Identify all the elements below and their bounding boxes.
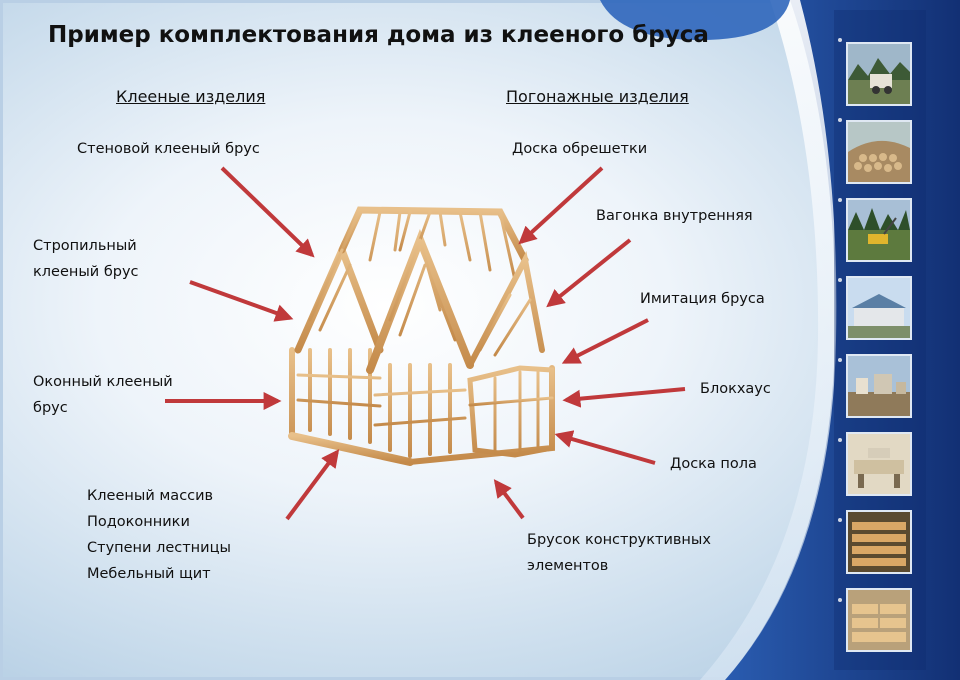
photo-glued-beams bbox=[846, 510, 912, 574]
label-glued-products-list: Клееный массив Подоконники Ступени лестн… bbox=[87, 488, 231, 582]
label-beam-imitation: Имитация бруса bbox=[640, 291, 765, 307]
photo-log-pile bbox=[846, 120, 912, 184]
label-inner-lining: Вагонка внутренняя bbox=[596, 208, 753, 224]
label-window-beam: Оконный клееный брус bbox=[33, 374, 173, 416]
right-heading: Погонажные изделия bbox=[506, 87, 689, 106]
photo-lumber-stack bbox=[846, 588, 912, 652]
label-blockhouse: Блокхаус bbox=[700, 381, 771, 397]
label-wall-beam: Стеновой клееный брус bbox=[77, 141, 260, 157]
photo-workshop bbox=[846, 432, 912, 496]
photo-sawmill-site bbox=[846, 354, 912, 418]
photo-forestry-machine bbox=[846, 198, 912, 262]
photo-harvester bbox=[846, 42, 912, 106]
label-floor-board: Доска пола bbox=[670, 456, 757, 472]
photo-warehouse bbox=[846, 276, 912, 340]
left-heading: Клееные изделия bbox=[116, 87, 266, 106]
house-frame-illustration bbox=[288, 206, 555, 466]
label-rafter-beam: Стропильный клееный брус bbox=[33, 238, 139, 280]
label-lathing-board: Доска обрешетки bbox=[512, 141, 648, 157]
page-title: Пример комплектования дома из клееного б… bbox=[48, 22, 709, 48]
label-structural-bar: Брусок конструктивных элементов bbox=[527, 532, 711, 574]
